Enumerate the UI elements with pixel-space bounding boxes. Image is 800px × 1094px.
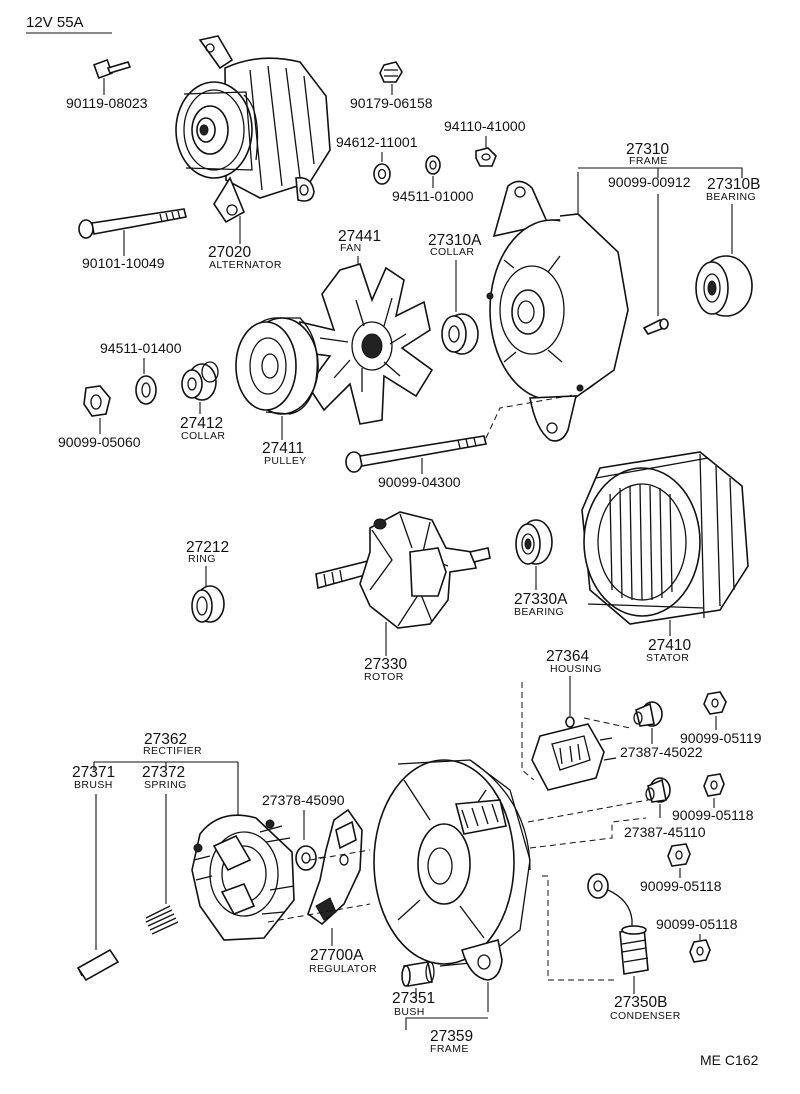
- label-27371: 27371: [72, 764, 115, 781]
- diagram-code: ME C162: [700, 1052, 759, 1068]
- label-27372: 27372: [142, 764, 185, 781]
- frame-27359-drawing: [373, 759, 531, 981]
- brush-27371-drawing: [76, 948, 120, 982]
- alternator-assembly-drawing: [175, 35, 331, 224]
- label-27351: 27351: [392, 990, 435, 1007]
- screw-90099-00912-drawing: [642, 318, 669, 335]
- diagram-title: 12V 55A: [26, 14, 84, 31]
- label-27310a: 27310A: [428, 232, 482, 249]
- label-94511-01000: 94511-01000: [392, 188, 474, 204]
- pulley-27411-drawing: [235, 317, 319, 415]
- name-regulator: REGULATOR: [309, 963, 377, 975]
- label-27364: 27364: [546, 648, 589, 665]
- label-90099-05060: 90099-05060: [58, 434, 141, 450]
- label-94612-11001: 94612-11001: [336, 134, 418, 150]
- washer-94612-drawing: [373, 163, 391, 185]
- label-90119-08023: 90119-08023: [66, 95, 148, 111]
- spring-27372-drawing: [145, 905, 179, 935]
- label-27411: 27411: [262, 440, 304, 457]
- label-27387-45022: 27387-45022: [620, 744, 703, 760]
- nut-90099-05119-drawing: [703, 691, 727, 715]
- name-ring: RING: [188, 553, 216, 565]
- insulator-27387-45110-drawing: [645, 777, 671, 803]
- label-90179-06158: 90179-06158: [350, 95, 433, 111]
- fan-27441-drawing: [299, 263, 434, 425]
- label-27350b: 27350B: [614, 994, 667, 1011]
- name-fan: FAN: [340, 242, 362, 254]
- bolt-90119-drawing: [93, 59, 132, 79]
- name-alternator: ALTERNATOR: [209, 259, 282, 271]
- label-90099-04300: 90099-04300: [378, 474, 461, 490]
- label-27441: 27441: [338, 228, 381, 245]
- name-pulley: PULLEY: [264, 455, 307, 467]
- name-collar-27412: COLLAR: [181, 430, 225, 442]
- label-27330a: 27330A: [514, 591, 568, 608]
- nut-90099-05118-b-drawing: [667, 843, 691, 867]
- name-brush: BRUSH: [74, 779, 113, 791]
- label-27410: 27410: [648, 637, 691, 654]
- label-27362: 27362: [144, 731, 187, 748]
- label-27700a: 27700A: [310, 947, 364, 964]
- label-90099-05119: 90099-05119: [680, 730, 762, 746]
- label-27212: 27212: [186, 539, 229, 556]
- name-collar-27310a: COLLAR: [430, 246, 474, 258]
- bearing-27330a-drawing: [515, 519, 553, 565]
- housing-27364-drawing: [531, 716, 617, 791]
- washer-94511-01400-drawing: [135, 375, 157, 405]
- label-27412: 27412: [180, 415, 223, 432]
- name-bearing-27310b: BEARING: [706, 191, 756, 203]
- nut-94110-drawing: [475, 147, 497, 167]
- name-frame-27359: FRAME: [430, 1043, 469, 1055]
- label-90101-10049: 90101-10049: [82, 255, 165, 271]
- nut-90099-05118-c-drawing: [689, 939, 711, 963]
- label-90099-00912: 90099-00912: [608, 174, 691, 190]
- stator-27410-drawing: [581, 451, 749, 625]
- ring-27212-drawing: [191, 585, 225, 623]
- name-rectifier: RECTIFIER: [143, 745, 202, 757]
- name-bearing-27330a: BEARING: [514, 606, 564, 618]
- condenser-27350b-drawing: [587, 873, 649, 975]
- label-27330: 27330: [364, 656, 407, 673]
- label-27310b: 27310B: [707, 176, 760, 193]
- regulator-27700a-drawing: [307, 808, 363, 926]
- label-27378-45090: 27378-45090: [262, 792, 345, 808]
- nut-90099-05118-a-drawing: [703, 773, 725, 797]
- label-27359: 27359: [430, 1028, 473, 1045]
- name-rotor: ROTOR: [364, 671, 404, 683]
- label-27020: 27020: [208, 244, 251, 261]
- insulator-27378-drawing: [295, 845, 317, 871]
- frame-27310-drawing: [486, 180, 629, 442]
- label-90099-05118-b: 90099-05118: [640, 878, 722, 894]
- label-94110-41000: 94110-41000: [444, 118, 526, 134]
- label-27387-45110: 27387-45110: [624, 824, 706, 840]
- nut-90099-05060-drawing: [83, 385, 111, 417]
- name-spring: SPRING: [144, 779, 187, 791]
- label-90099-05118-a: 90099-05118: [672, 807, 754, 823]
- label-94511-01400: 94511-01400: [100, 340, 182, 356]
- name-condenser: CONDENSER: [610, 1010, 681, 1022]
- name-stator: STATOR: [646, 652, 689, 664]
- bolt-90101-drawing: [78, 208, 187, 239]
- bearing-27310b-drawing: [695, 255, 753, 317]
- nut-90179-drawing: [379, 61, 403, 83]
- name-frame-27310: FRAME: [629, 155, 668, 167]
- washer-94511-01000-drawing: [425, 155, 441, 175]
- collar-27412-drawing: [181, 361, 219, 401]
- collar-27310a-drawing: [441, 313, 479, 355]
- bush-27351-drawing: [401, 961, 435, 987]
- label-27310: 27310: [626, 141, 669, 158]
- insulator-27387-45022-drawing: [633, 701, 663, 727]
- name-bush: BUSH: [394, 1006, 425, 1018]
- label-90099-05118-c: 90099-05118: [656, 916, 738, 932]
- name-housing: HOUSING: [550, 663, 602, 675]
- bolt-90099-04300-drawing: [345, 435, 487, 473]
- rectifier-27362-drawing: [191, 814, 295, 941]
- rotor-27330-drawing: [315, 511, 491, 629]
